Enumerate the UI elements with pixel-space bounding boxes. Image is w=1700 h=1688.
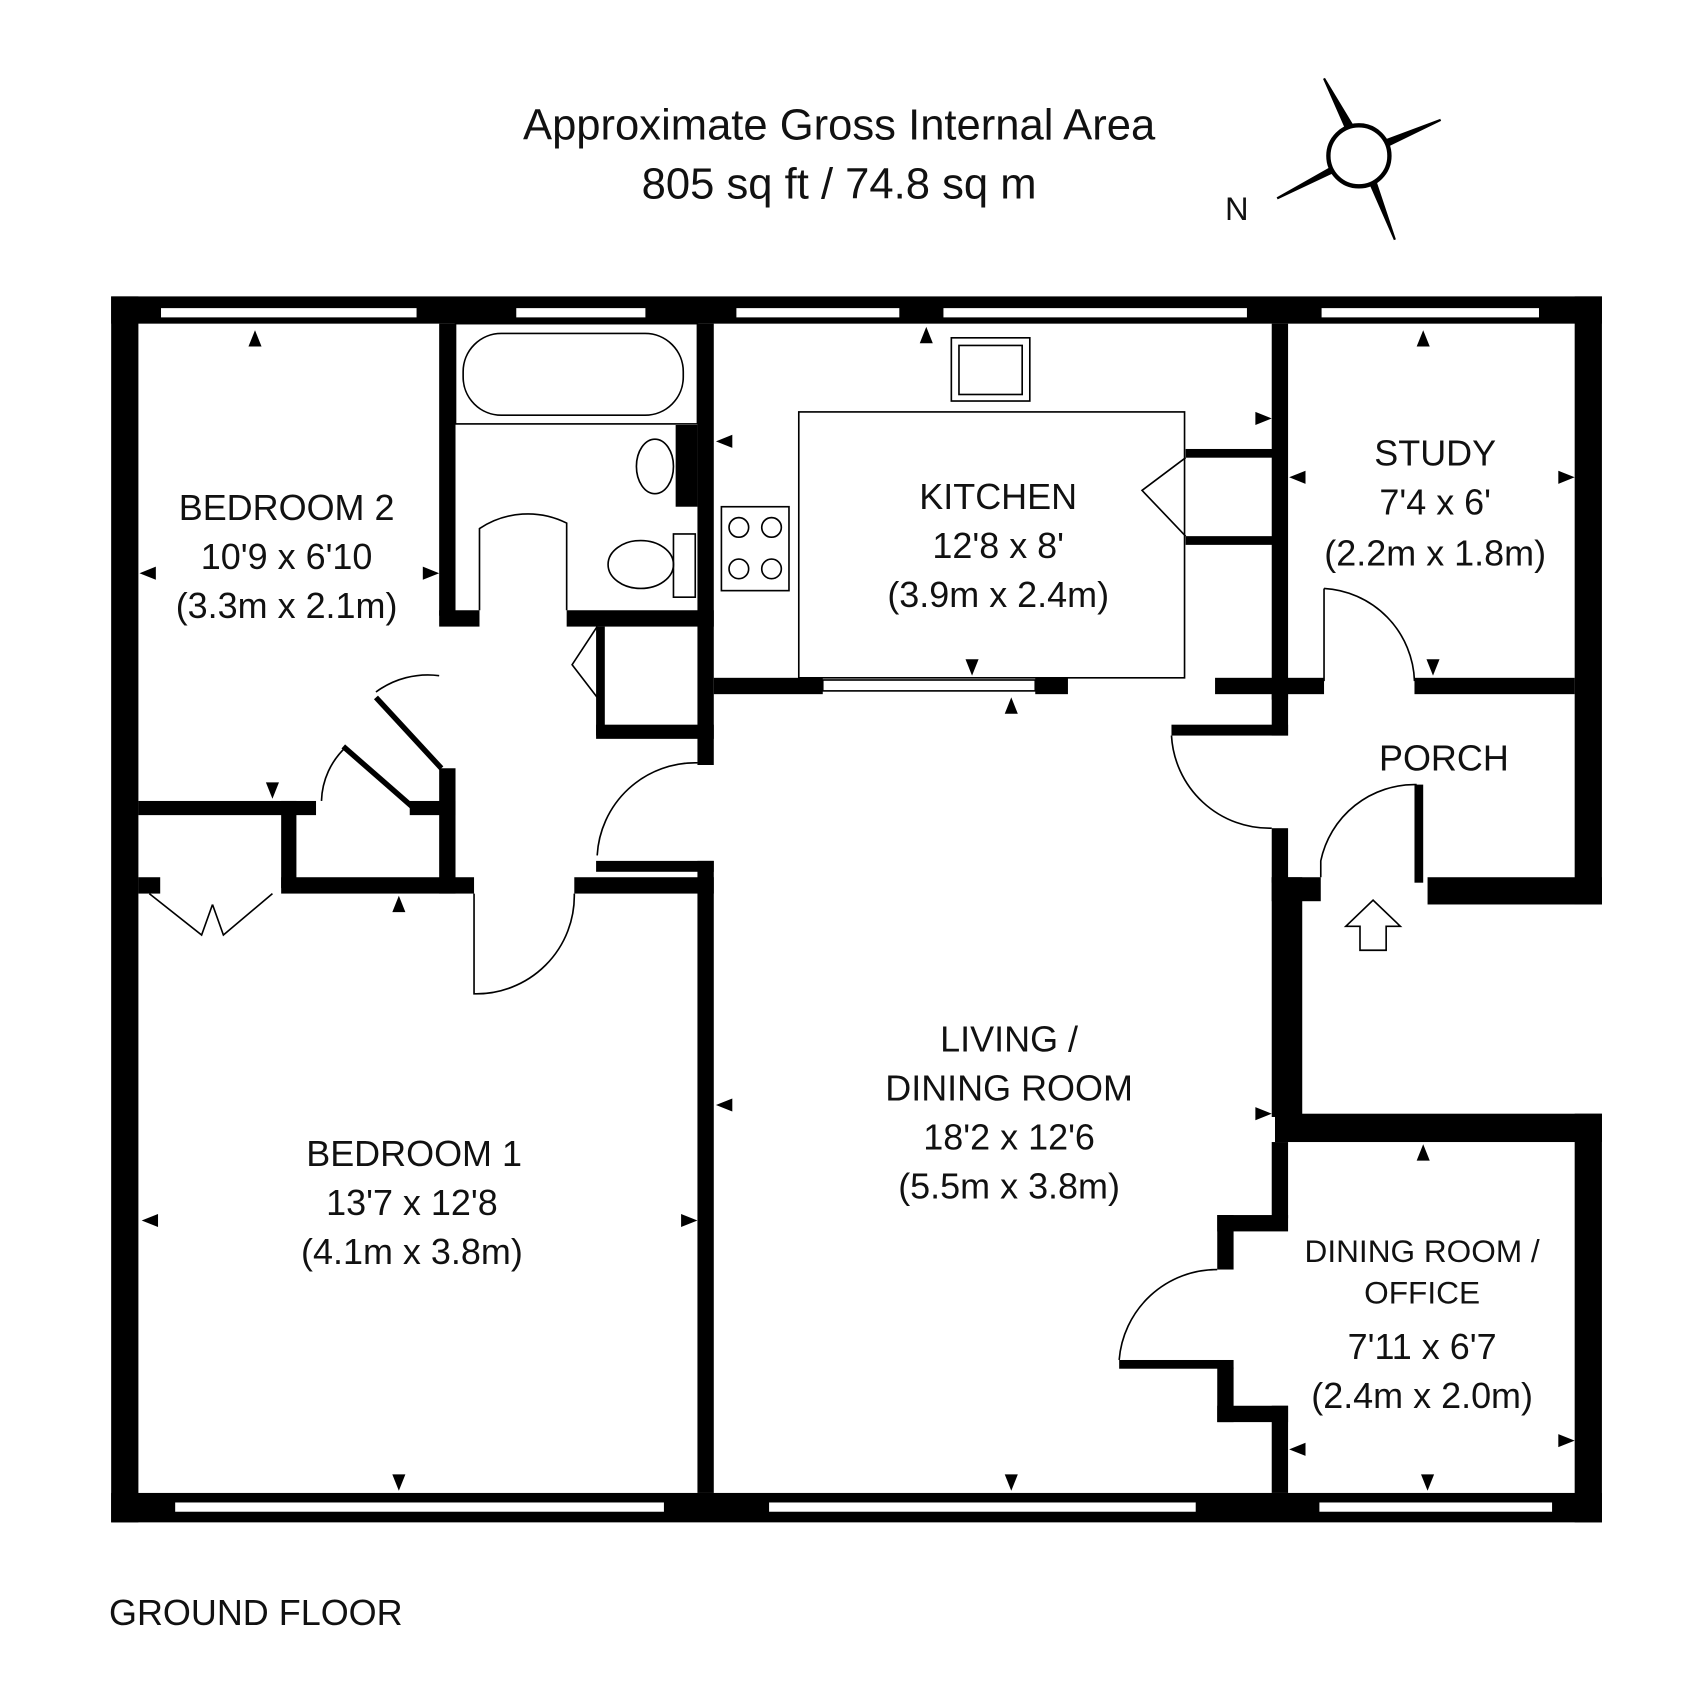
room-dimensions-imperial: 10'9 x 6'10 — [201, 536, 373, 577]
room-name-line2: OFFICE — [1364, 1274, 1480, 1310]
kitchen-sink-icon — [950, 337, 1031, 402]
room-name: BEDROOM 2 — [179, 487, 395, 528]
area-title: Approximate Gross Internal Area — [523, 101, 1156, 149]
room-kitchen: KITCHEN 12'8 x 8' (3.9m x 2.4m) — [887, 476, 1109, 615]
floor-label: GROUND FLOOR — [109, 1592, 403, 1633]
room-bedroom-1: BEDROOM 1 13'7 x 12'8 (4.1m x 3.8m) — [301, 1133, 523, 1272]
room-dimensions-imperial: 12'8 x 8' — [932, 525, 1064, 566]
hob-icon — [720, 505, 790, 592]
room-dining-office: DINING ROOM / OFFICE 7'11 x 6'7 (2.4m x … — [1305, 1233, 1540, 1416]
room-name: KITCHEN — [919, 476, 1077, 517]
room-name: STUDY — [1374, 432, 1496, 473]
room-name: BEDROOM 1 — [306, 1133, 522, 1174]
dimension-arrows — [139, 326, 1575, 1491]
room-dimensions-metric: (3.3m x 2.1m) — [176, 585, 398, 626]
room-dimensions-imperial: 7'4 x 6' — [1379, 481, 1491, 522]
room-dimensions-imperial: 7'11 x 6'7 — [1348, 1326, 1497, 1367]
room-name-line2: DINING ROOM — [885, 1068, 1133, 1109]
room-dimensions-imperial: 13'7 x 12'8 — [326, 1182, 498, 1223]
fixtures — [454, 322, 1403, 952]
room-dimensions-imperial: 18'2 x 12'6 — [923, 1117, 1095, 1158]
toilet-icon — [607, 539, 675, 590]
room-name-line1: DINING ROOM / — [1305, 1233, 1540, 1269]
room-living-dining: LIVING / DINING ROOM 18'2 x 12'6 (5.5m x… — [885, 1019, 1133, 1207]
basin-icon — [635, 438, 675, 495]
room-dimensions-metric: (3.9m x 2.4m) — [887, 574, 1109, 615]
room-dimensions-metric: (2.2m x 1.8m) — [1324, 533, 1546, 574]
room-bedroom-2: BEDROOM 2 10'9 x 6'10 (3.3m x 2.1m) — [176, 487, 398, 626]
compass-north-label: N — [1225, 190, 1249, 227]
entrance-arrow-icon — [1343, 898, 1403, 952]
room-porch: PORCH — [1379, 737, 1509, 778]
room-name-line1: LIVING / — [940, 1019, 1078, 1060]
area-value: 805 sq ft / 74.8 sq m — [642, 160, 1037, 208]
room-study: STUDY 7'4 x 6' (2.2m x 1.8m) — [1324, 432, 1546, 573]
room-dimensions-metric: (4.1m x 3.8m) — [301, 1231, 523, 1272]
compass-rose-icon: N — [1225, 77, 1442, 241]
doors — [148, 457, 1417, 1361]
windows — [159, 306, 1554, 1514]
bathtub-icon — [454, 322, 699, 425]
room-name: PORCH — [1379, 737, 1509, 778]
room-dimensions-metric: (5.5m x 3.8m) — [898, 1166, 1120, 1207]
room-dimensions-metric: (2.4m x 2.0m) — [1311, 1375, 1533, 1416]
